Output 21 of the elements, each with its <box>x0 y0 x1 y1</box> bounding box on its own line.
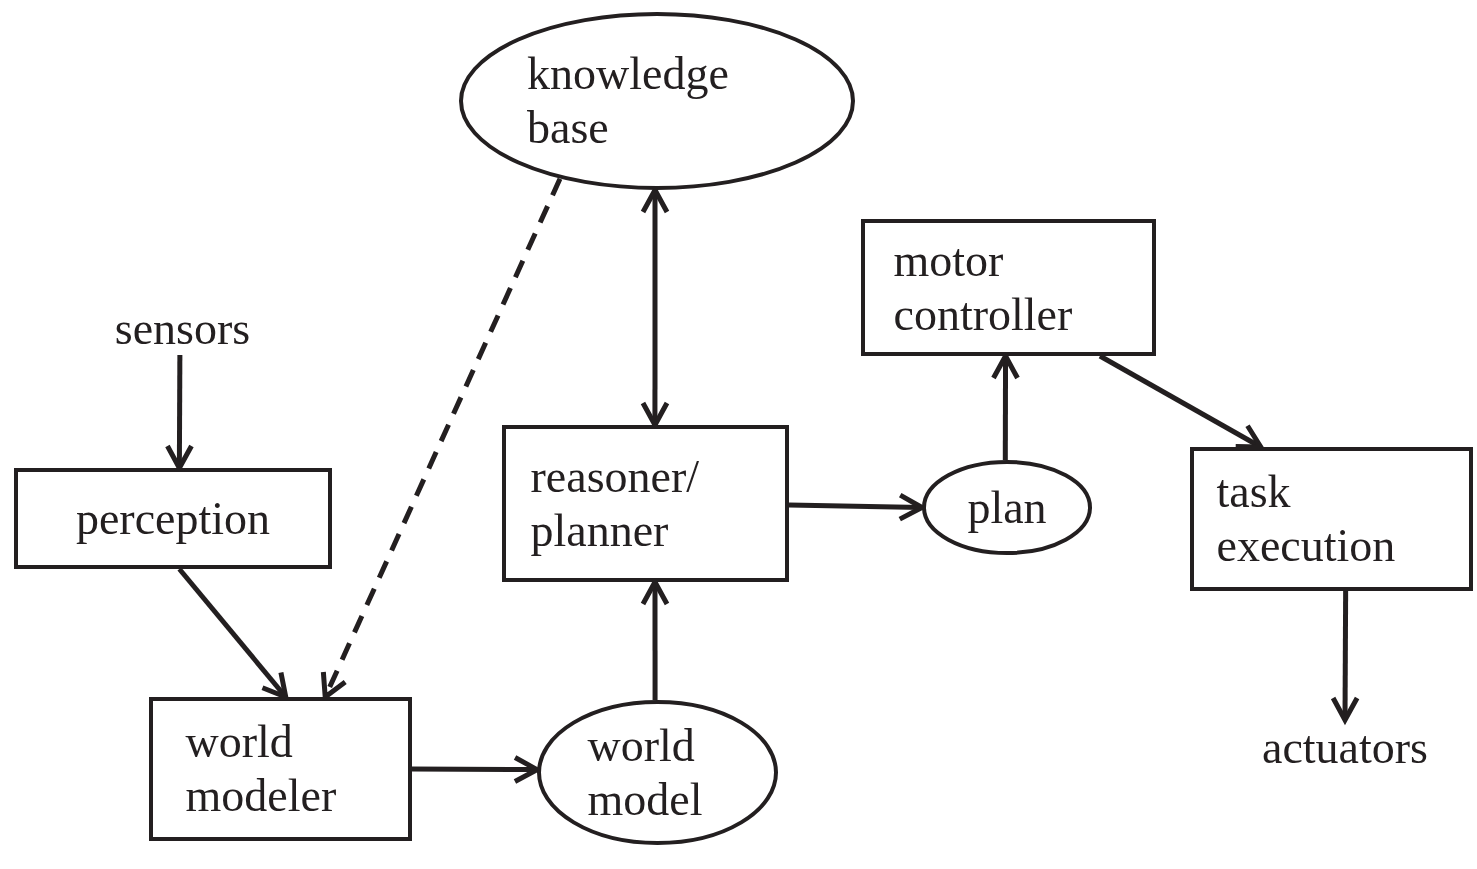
process-box <box>861 219 1156 356</box>
arrow <box>412 755 540 784</box>
process-box <box>149 697 412 841</box>
node-label: reasoner/ planner <box>530 449 701 558</box>
process-box <box>1190 447 1473 591</box>
node-label: world model <box>587 718 704 827</box>
node-label: sensors <box>114 302 251 356</box>
process-box <box>502 425 789 582</box>
arrow <box>640 187 670 428</box>
arrow <box>177 567 289 700</box>
dashed-arrow <box>320 177 563 700</box>
process-box <box>14 468 332 569</box>
node-label: world modeler <box>185 715 338 823</box>
arrow <box>164 355 194 471</box>
arrow <box>1330 591 1360 723</box>
node-label: plan <box>967 480 1047 535</box>
node-label: motor controller <box>893 233 1074 342</box>
node-label: task execution <box>1216 465 1397 573</box>
node-label: knowledge base <box>527 47 730 155</box>
node-label: actuators <box>1262 720 1428 775</box>
node-label: perception <box>75 491 271 546</box>
